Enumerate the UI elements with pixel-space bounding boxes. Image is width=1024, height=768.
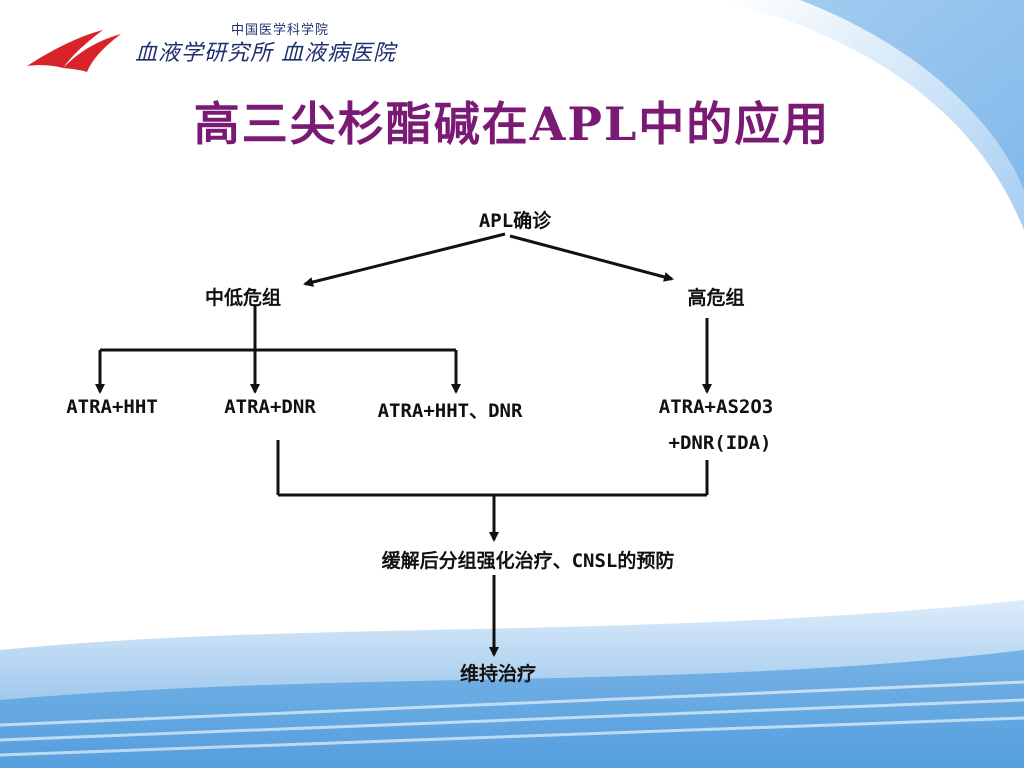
- arrow-to-high-risk: [509, 234, 674, 282]
- node-atra-as2o3-line1: ATRA+AS2O3: [658, 396, 774, 418]
- institute-name-line1: 中国医学科学院: [231, 23, 330, 38]
- node-high-risk: 高危组: [687, 287, 745, 309]
- institute-name-line2: 血液学研究所 血液病医院: [135, 41, 396, 66]
- institute-logo: [27, 30, 121, 72]
- node-atra-as2o3-line2: +DNR(IDA): [668, 432, 772, 454]
- node-post-remission: 缓解后分组强化治疗、CNSL的预防: [381, 550, 675, 572]
- node-apl-diagnosis: APL确诊: [478, 210, 552, 232]
- node-atra-hht-dnr: ATRA+HHT、DNR: [377, 400, 523, 422]
- node-atra-hht: ATRA+HHT: [66, 396, 158, 418]
- node-low-mid-risk: 中低危组: [204, 287, 282, 309]
- institute-name: 中国医学科学院 血液学研究所 血液病医院: [135, 22, 396, 68]
- arrow-to-low-mid-risk: [303, 232, 506, 287]
- node-atra-dnr: ATRA+DNR: [224, 396, 316, 418]
- node-maintenance: 维持治疗: [459, 663, 537, 685]
- slide-title: 高三尖杉酯碱在APL中的应用: [193, 97, 831, 151]
